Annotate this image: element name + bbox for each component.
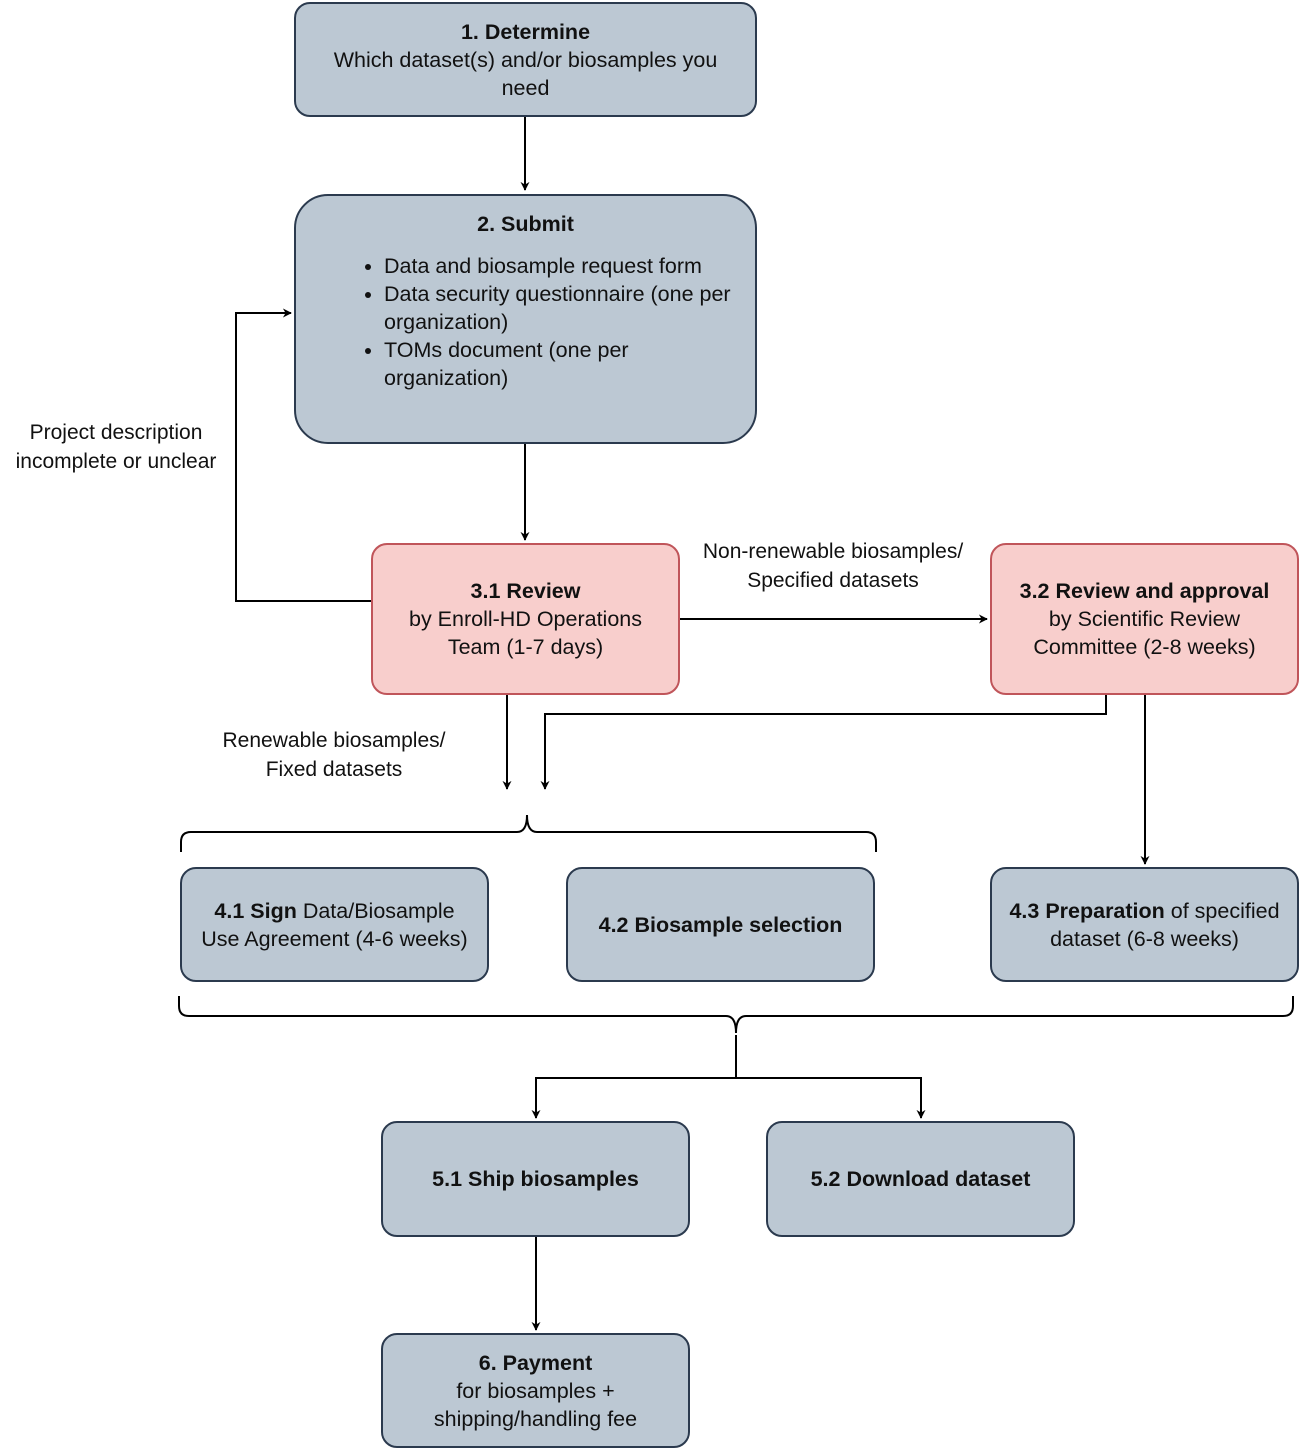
sign-bold: 4.1 Sign: [214, 898, 297, 923]
edge-review-feedback: [235, 308, 371, 602]
approval-line2: Committee (2-8 weeks): [1033, 635, 1256, 659]
preparation-line2: dataset (6-8 weeks): [1050, 926, 1239, 951]
preparation-bold: 4.3 Preparation: [1009, 898, 1165, 923]
approval-title: 3.2 Review and approval: [1019, 579, 1270, 603]
node-approval: 3.2 Review and approval by Scientific Re…: [990, 543, 1299, 695]
label-renewable: Renewable biosamples/ Fixed datasets: [204, 726, 464, 784]
nonrenewable-line2: Specified datasets: [747, 569, 919, 592]
sign-line2: Use Agreement (4-6 weeks): [201, 926, 468, 951]
review-line1: by Enroll-HD Operations: [408, 607, 642, 631]
submit-title: 2. Submit: [477, 212, 574, 236]
review-line2: Team (1-7 days): [447, 635, 604, 659]
payment-line2: shipping/handling fee: [433, 1406, 638, 1431]
submit-item: Data and biosample request form: [384, 252, 747, 280]
nonrenewable-line1: Non-renewable biosamples/: [702, 540, 964, 563]
sign-rest: Data/Biosample: [296, 898, 455, 923]
node-download: 5.2 Download dataset: [766, 1121, 1075, 1237]
node-preparation: 4.3 Preparation of specified dataset (6-…: [990, 867, 1299, 982]
determine-title: 1. Determine: [460, 19, 591, 44]
payment-line1: for biosamples +: [456, 1378, 615, 1403]
submit-item: Data security questionnaire (one per org…: [384, 280, 747, 336]
renewable-line2: Fixed datasets: [265, 758, 403, 781]
determine-text: Which dataset(s) and/or biosamples you n…: [333, 47, 718, 100]
brace-top: [180, 814, 877, 852]
payment-title: 6. Payment: [478, 1350, 593, 1375]
node-submit: 2. Submit Data and biosample request for…: [294, 194, 757, 444]
node-ship: 5.1 Ship biosamples: [381, 1121, 690, 1237]
label-nonrenewable: Non-renewable biosamples/ Specified data…: [683, 537, 983, 595]
edge-to-download: [736, 1077, 926, 1119]
renewable-line1: Renewable biosamples/: [222, 729, 446, 752]
submit-item: TOMs document (one per organization): [384, 336, 747, 392]
review-title: 3.1 Review: [470, 579, 581, 603]
brace-bottom: [178, 996, 1294, 1034]
preparation-rest: of specified: [1164, 898, 1280, 923]
approval-line1: by Scientific Review: [1048, 607, 1241, 631]
ship-title: 5.1 Ship biosamples: [432, 1167, 639, 1191]
label-feedback: Project description incomplete or unclea…: [2, 418, 230, 476]
node-determine: 1. Determine Which dataset(s) and/or bio…: [294, 2, 757, 117]
node-review: 3.1 Review by Enroll-HD Operations Team …: [371, 543, 680, 695]
sign-line1: 4.1 Sign Data/Biosample: [214, 897, 454, 925]
edge-approval-group: [540, 695, 1107, 790]
download-title: 5.2 Download dataset: [810, 1167, 1031, 1191]
node-selection: 4.2 Biosample selection: [566, 867, 875, 982]
submit-list: Data and biosample request form Data sec…: [304, 252, 747, 392]
feedback-line2: incomplete or unclear: [15, 450, 217, 473]
feedback-line1: Project description: [29, 421, 203, 444]
node-payment: 6. Payment for biosamples + shipping/han…: [381, 1333, 690, 1448]
edge-to-ship: [531, 1077, 736, 1119]
node-sign: 4.1 Sign Data/Biosample Use Agreement (4…: [180, 867, 489, 982]
selection-title: 4.2 Biosample selection: [598, 912, 843, 937]
preparation-line1: 4.3 Preparation of specified: [1009, 897, 1279, 925]
